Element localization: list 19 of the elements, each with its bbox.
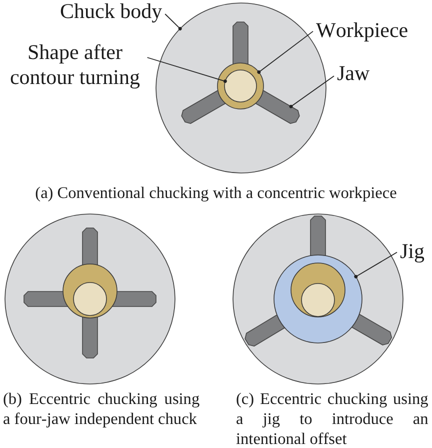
workpiece-ring [217, 62, 264, 110]
part-label: Shape after contour turning [2, 40, 148, 90]
part-label: Jaw [334, 60, 373, 86]
jaw [254, 90, 300, 124]
leader-line [257, 30, 314, 74]
contoured-shape-disc [224, 70, 257, 102]
leader-line [146, 57, 227, 83]
figure-caption: (c) Eccentric chucking using a jig to introduce an intentional offset [236, 389, 428, 448]
leader-line [354, 252, 398, 278]
jaw [232, 22, 248, 65]
figure-caption: (b) Eccentric chucking using a four-jaw independent chuck [3, 389, 200, 429]
part-label: Chuck body [57, 0, 166, 24]
part-label: Jig [397, 238, 428, 264]
leader-line [289, 76, 334, 108]
jig [274, 254, 362, 344]
jaw [181, 90, 226, 124]
leader-line [164, 14, 182, 30]
part-label: Workpiece [313, 18, 412, 42]
figure-caption: (a) Conventional chucking with a concentric workpiece [34, 182, 398, 202]
